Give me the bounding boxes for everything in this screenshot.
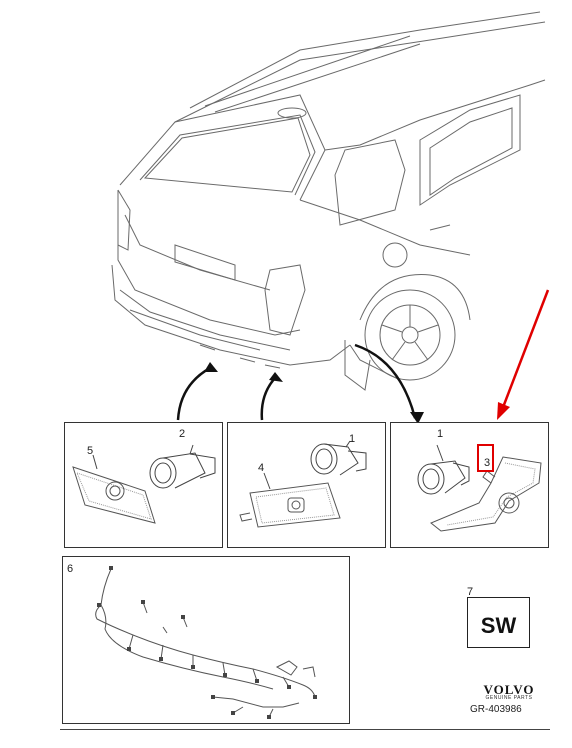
callout-3: 3 — [484, 457, 491, 469]
callout-6: 6 — [67, 563, 74, 575]
software-box: SW — [467, 597, 530, 648]
callout-1b: 1 — [437, 428, 444, 440]
brand-tagline: GENUINE PARTS — [485, 695, 533, 701]
leader-arrows — [176, 343, 417, 421]
callout-2: 2 — [179, 428, 186, 440]
callout-1a: 1 — [349, 433, 356, 445]
sensor-bracket-icon — [239, 440, 367, 528]
leader-arrowheads — [204, 362, 424, 424]
highlight-box-3 — [477, 444, 494, 472]
red-pointer-arrow — [497, 289, 550, 420]
part-group-box-middle — [227, 422, 386, 548]
brand-logo: VOLVO — [483, 682, 535, 697]
footer-divider — [60, 729, 550, 730]
parking-sensor-icon — [72, 444, 216, 524]
part-group-box-left — [64, 422, 223, 548]
callout-5: 5 — [87, 445, 94, 457]
part-group-box-right — [390, 422, 549, 548]
parking-sensor-icon-right — [417, 444, 542, 532]
callout-4: 4 — [258, 462, 265, 474]
software-label: SW — [480, 613, 517, 638]
reference-code: GR-403986 — [470, 704, 522, 715]
wiring-harness-icon — [95, 566, 317, 719]
wiring-harness-box — [62, 556, 350, 724]
callout-7: 7 — [467, 586, 474, 598]
car-rear-icon — [111, 11, 546, 391]
